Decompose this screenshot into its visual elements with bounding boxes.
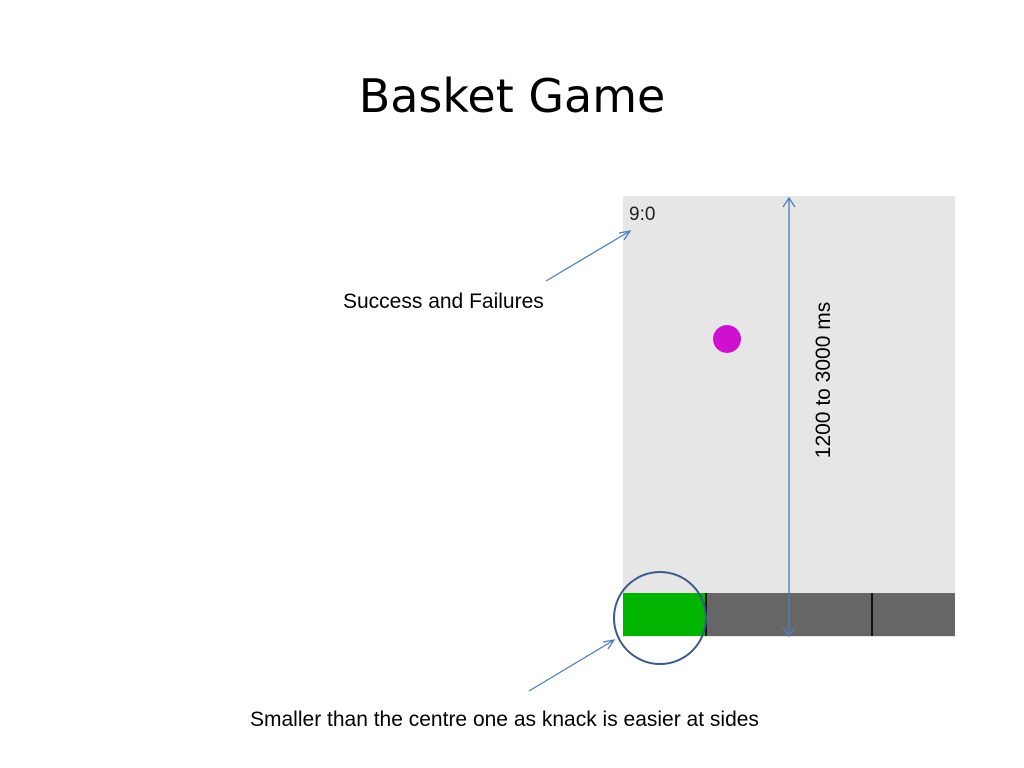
basket-left-active: [623, 593, 705, 636]
annotation-score-label: Success and Failures: [343, 290, 544, 313]
time-span-arrow-top-head: [782, 196, 796, 208]
score-arrow-head: [618, 230, 632, 241]
annotation-basket-label: Smaller than the centre one as knack is …: [250, 708, 759, 731]
score-display: 9:0: [629, 204, 656, 225]
slide-title: Basket Game: [358, 69, 666, 123]
score-arrow: [545, 230, 631, 282]
basket-arrow: [528, 639, 615, 692]
time-span-arrow-bottom-head: [782, 626, 796, 638]
basket-highlight-circle: [613, 571, 707, 665]
falling-ball: [713, 325, 741, 353]
basket-divider-right: [871, 593, 873, 636]
basket-arrow-head: [602, 639, 616, 650]
